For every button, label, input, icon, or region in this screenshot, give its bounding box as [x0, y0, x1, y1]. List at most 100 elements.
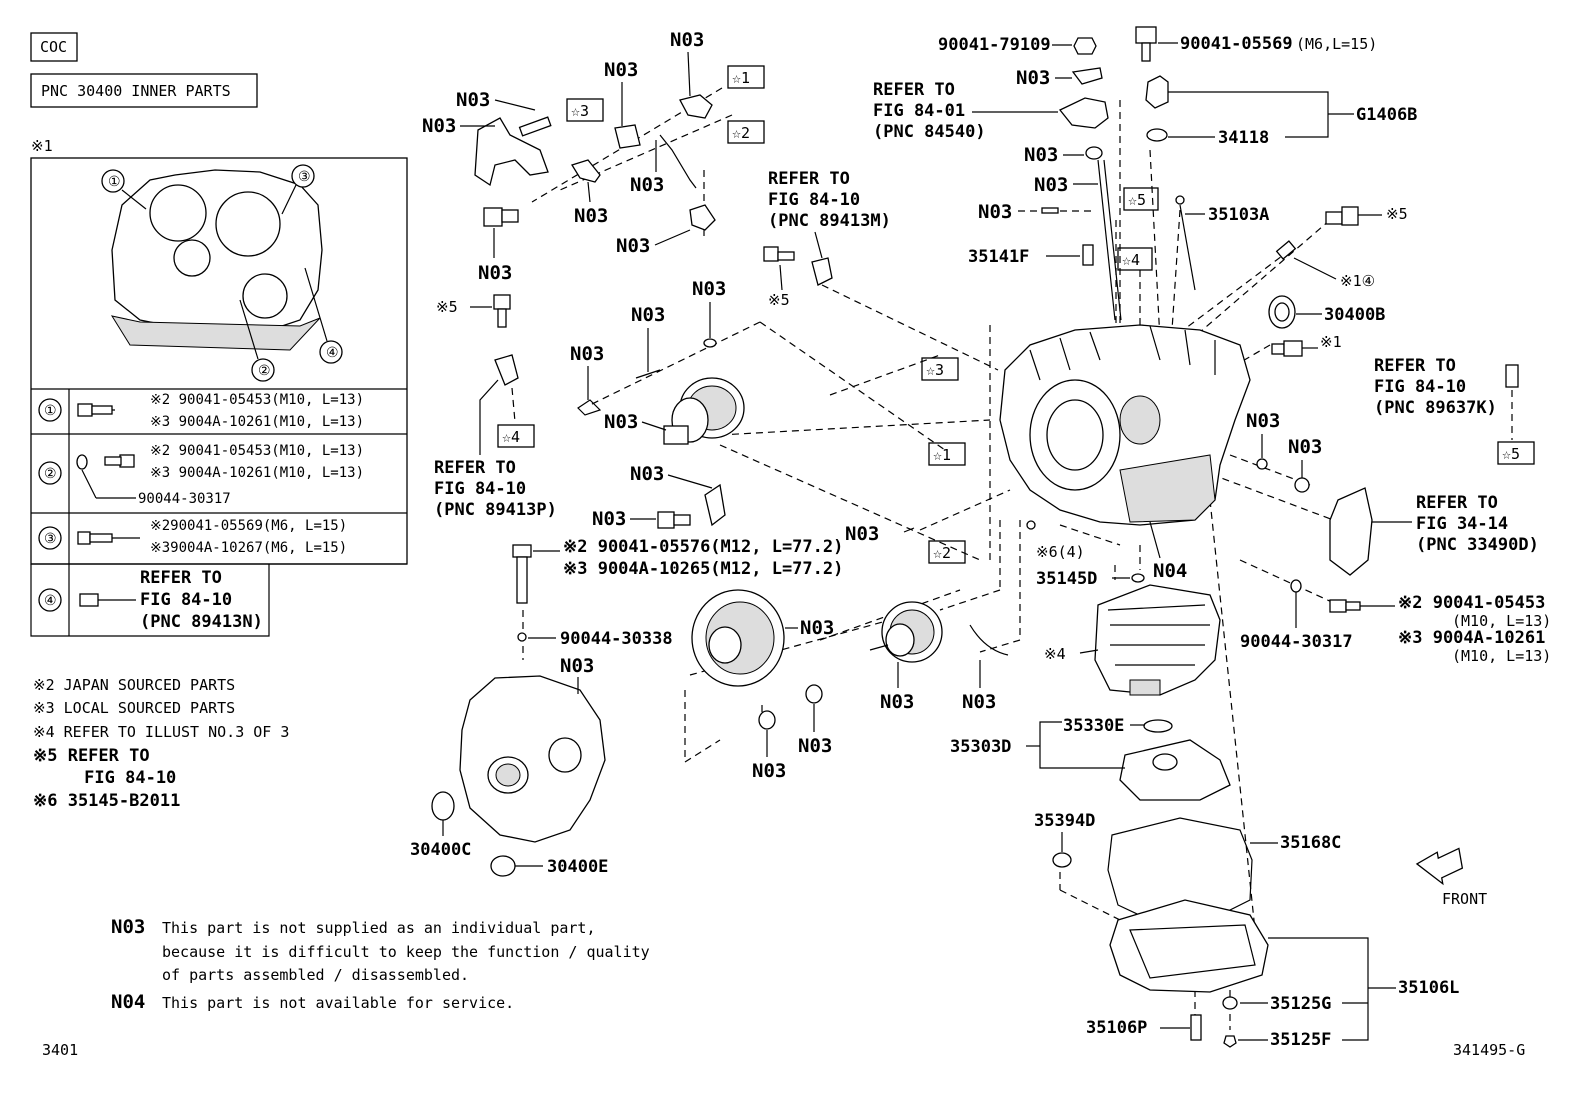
differential-gear	[663, 377, 745, 445]
note-n03-line: This part is not supplied as an individu…	[162, 919, 595, 937]
spring-clip	[689, 204, 716, 231]
bolt-right-line: (M10, L=13)	[1452, 612, 1551, 630]
ref-k5: ※5	[436, 298, 458, 316]
label-35145d: 35145D	[1036, 569, 1097, 589]
sensor	[494, 354, 519, 386]
row4-line3: (PNC 89413N)	[140, 612, 263, 632]
cover-33490d	[1329, 487, 1373, 576]
sensor-icon	[79, 593, 136, 607]
label-90044-30338: 90044-30338	[560, 629, 673, 649]
n03-label: N03	[1288, 436, 1322, 458]
n03-label: N03	[692, 278, 726, 300]
bolt-right-line: (M10, L=13)	[1452, 647, 1551, 665]
star3-label: ☆3	[926, 361, 944, 379]
star2-box	[727, 120, 765, 144]
speed-sensor	[811, 257, 833, 286]
n03-label: N03	[616, 235, 650, 257]
magnet	[1052, 852, 1072, 868]
counter-gear	[869, 601, 943, 663]
front-label: FRONT	[1442, 890, 1487, 908]
bolt-icon	[1329, 599, 1361, 613]
refer-33490d-line: REFER TO	[1416, 493, 1498, 513]
n03-label: N03	[478, 262, 512, 284]
label-90044-30317: 90044-30317	[1240, 632, 1353, 652]
star4-box	[497, 424, 535, 448]
legend-item: ※3 LOCAL SOURCED PARTS	[33, 699, 235, 717]
n03-label: N03	[1034, 174, 1068, 196]
long-bolt	[512, 544, 532, 604]
label-34118: 34118	[1218, 128, 1269, 148]
star1-box	[727, 65, 765, 89]
n03-label: N03	[845, 523, 879, 545]
n03-label: N03	[604, 59, 638, 81]
n03-label: N03	[631, 304, 665, 326]
n03-label: N03	[752, 760, 786, 782]
row1-num: ①	[44, 403, 57, 419]
refer-33490d-line: (PNC 33490D)	[1416, 535, 1539, 555]
row4-num: ④	[44, 593, 57, 609]
inset-housing-illustration: ① ③ ② ④	[101, 164, 343, 382]
gasket-ring	[1222, 996, 1238, 1010]
bracket	[474, 117, 549, 187]
n03-label: N03	[574, 205, 608, 227]
ref-k5: ※5	[768, 291, 790, 309]
bolt-12-line: ※2 90041-05576(M12, L=77.2)	[563, 537, 843, 557]
refer-89413m-line: REFER TO	[768, 169, 850, 189]
n03-label: N03	[1016, 67, 1050, 89]
drain-plug	[1223, 1035, 1237, 1048]
o-ring	[758, 710, 776, 730]
detent-spring	[1071, 67, 1103, 85]
star2-label: ☆2	[732, 124, 750, 142]
star1-label: ☆1	[732, 69, 750, 87]
n03-label: N03	[1246, 410, 1280, 432]
bolt-12-line: ※3 9004A-10265(M12, L=77.2)	[563, 559, 843, 579]
legend: ※2 JAPAN SOURCED PARTS ※3 LOCAL SOURCED …	[33, 676, 289, 811]
bolt-icon	[763, 246, 795, 262]
refer-84540-line: FIG 84-01	[873, 101, 965, 121]
refer-33490d-line: FIG 34-14	[1416, 514, 1508, 534]
switch	[1145, 75, 1169, 109]
label-35125g: 35125G	[1270, 994, 1331, 1014]
n03-label: N03	[422, 115, 456, 137]
n03-label: N03	[798, 735, 832, 757]
star3-label: ☆3	[571, 102, 589, 120]
star5-label: ☆5	[1128, 191, 1146, 209]
pan-bolt	[1190, 1014, 1202, 1041]
bolt-with-washer-icon	[76, 454, 135, 470]
refer-89413p-line: REFER TO	[434, 458, 516, 478]
row2-extra: 90044-30317	[138, 491, 231, 507]
ref-k5: ※5	[1386, 205, 1408, 223]
ref-k1-4: ※1④	[1340, 272, 1375, 290]
refer-89413p-line: FIG 84-10	[434, 479, 526, 499]
rod	[659, 134, 697, 189]
bolt-right-line: ※2 90041-05453	[1398, 593, 1545, 613]
n03-label: N03	[800, 617, 834, 639]
inset-callout-4: ④	[326, 345, 339, 361]
actuator	[614, 124, 641, 149]
oil-seal	[431, 791, 455, 821]
star5-label: ☆5	[1502, 445, 1520, 463]
n03-label: N03	[570, 343, 604, 365]
o-ring	[1146, 128, 1168, 142]
label-35125f: 35125F	[1270, 1030, 1331, 1050]
note-n03-line: of parts assembled / disassembled.	[162, 966, 469, 984]
inset-callout-1: ①	[108, 174, 121, 190]
coc-box	[30, 32, 78, 62]
label-35106l: 35106L	[1398, 978, 1459, 998]
inset-callout-2: ②	[258, 363, 271, 379]
coc-label: COC	[40, 38, 67, 56]
bolt-icon	[493, 294, 511, 328]
bolt-icon	[483, 207, 519, 227]
label-35330e: 35330E	[1063, 716, 1124, 736]
oil-pan	[1109, 899, 1269, 993]
label-90041-79109: 90041-79109	[938, 35, 1051, 55]
label-35141f: 35141F	[968, 247, 1029, 267]
washer	[1290, 579, 1302, 593]
n03-label: N03	[962, 691, 996, 713]
row1-line1: ※2 90041-05453(M10, L=13)	[150, 392, 364, 408]
ref-k6: ※6(4)	[1036, 543, 1085, 561]
n03-label: N03	[880, 691, 914, 713]
legend-item: ※2 JAPAN SOURCED PARTS	[33, 676, 235, 694]
star4-label: ☆4	[1122, 251, 1140, 269]
